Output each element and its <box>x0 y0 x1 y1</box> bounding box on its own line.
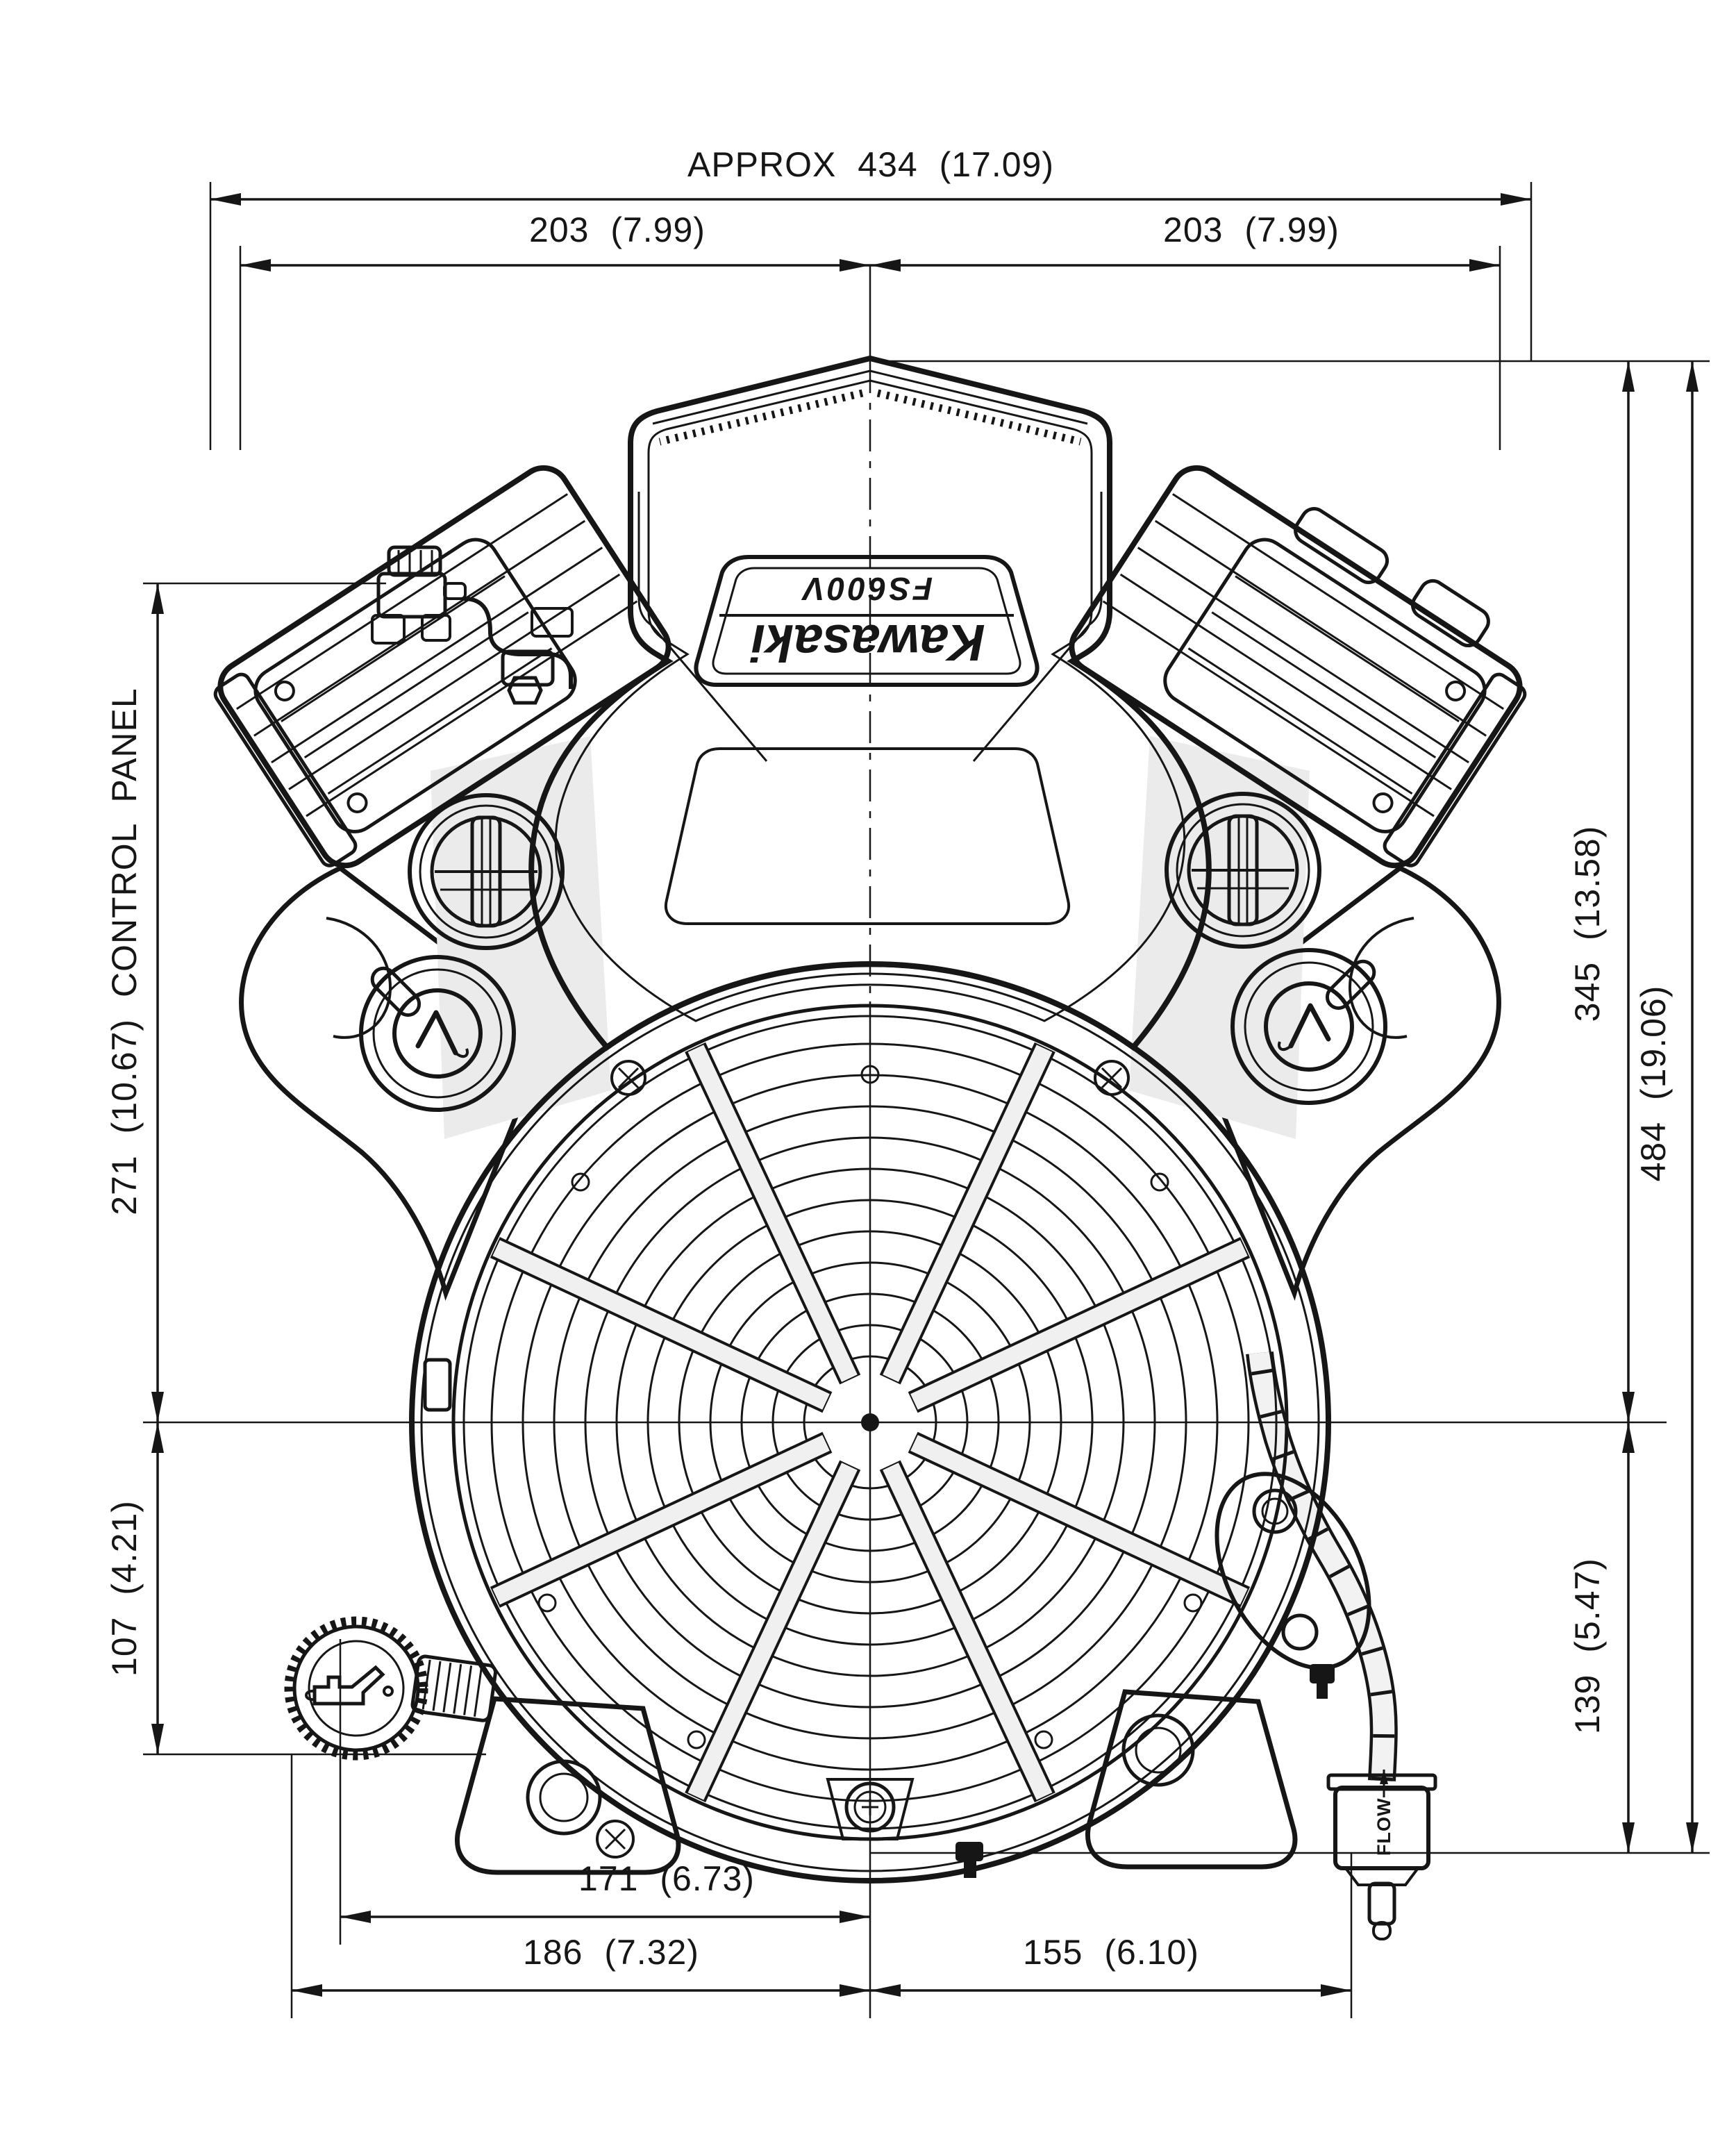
fuel-line-bracket <box>463 597 573 689</box>
centerlines <box>143 265 1667 1845</box>
dim-fuel-filter-label: 155 (6.10) <box>1023 1933 1199 1972</box>
dim-crank-to-base: 139 (5.47) <box>1568 1422 1635 1853</box>
clamp-bolt <box>507 676 543 705</box>
shroud-screw-right <box>1094 1060 1130 1096</box>
port-grille-left <box>408 793 565 950</box>
dim-left-half-label: 203 (7.99) <box>529 210 706 249</box>
mount-foot-left <box>455 1696 681 1875</box>
fuel-filter: FLOW <box>1326 1769 1437 1940</box>
dim-left-half-width: 203 (7.99) <box>240 210 870 272</box>
fan-spokes <box>490 1042 1251 1803</box>
keyhole-slot <box>596 1820 635 1859</box>
cylinder-head-left <box>213 465 671 869</box>
side-panel-right <box>1208 865 1501 1301</box>
shroud-screw-left <box>610 1060 646 1096</box>
fuel-pump <box>1215 1472 1371 1699</box>
side-notch-right <box>1348 917 1414 1039</box>
oil-fill-cap-left <box>359 955 516 1112</box>
dim-left-edge-offset: 186 (7.32) <box>292 1933 870 1997</box>
dim-fuel-filter-offset: 155 (6.10) <box>870 1933 1351 1997</box>
brand-text: Kawasaki <box>750 614 985 672</box>
brand-plate: FS600V Kawasaki <box>694 555 1040 687</box>
oil-drain <box>284 1616 498 1761</box>
dim-crank-to-oil-drain-label: 107 (4.21) <box>105 1500 144 1677</box>
dim-crank-to-base-label: 139 (5.47) <box>1568 1558 1607 1734</box>
recess-panel <box>664 747 1071 925</box>
head-hump <box>1410 579 1490 648</box>
side-clip <box>423 1358 452 1412</box>
dim-control-panel-label: 271 (10.67) CONTROL PANEL <box>105 688 144 1215</box>
model-text: FS600V <box>801 571 933 607</box>
head-hump <box>1294 507 1389 585</box>
shroud-seams <box>637 492 1103 762</box>
dimensions: APPROX 434 (17.09) 203 (7.99) 203 (7.99)… <box>105 145 1710 2018</box>
engine-body: FS600V Kawasaki <box>213 355 1527 1940</box>
dim-left-mount-label: 171 (6.73) <box>578 1859 755 1898</box>
oil-drain-cap <box>292 1624 420 1752</box>
dim-right-half-label: 203 (7.99) <box>1163 210 1339 249</box>
line-clamp <box>501 649 555 687</box>
mount-bolt-washer <box>1121 1713 1195 1787</box>
filter-outlet <box>1367 1881 1396 1926</box>
fuel-hose <box>1246 1351 1398 1781</box>
cylinder-head-right <box>1069 465 1527 869</box>
hose-nipple <box>443 582 467 600</box>
oil-can-icon <box>305 1665 394 1706</box>
mount-foot-right <box>1085 1689 1298 1870</box>
side-notch-left <box>326 917 392 1039</box>
port-grille-right <box>1165 792 1321 949</box>
dim-left-mount-offset: 171 (6.73) <box>340 1859 870 1923</box>
pump-bolt <box>1310 1664 1335 1683</box>
valve-cover <box>1163 538 1487 833</box>
side-panel-left <box>239 865 532 1301</box>
dim-overall-height: 484 (19.06) <box>1634 361 1699 1853</box>
dim-overall-height-label: 484 (19.06) <box>1634 986 1673 1182</box>
dim-overall-width: APPROX 434 (17.09) <box>210 145 1531 206</box>
oil-fill-cap-right <box>1230 948 1387 1105</box>
dim-crank-to-top: 345 (13.58) <box>1568 361 1635 1422</box>
dim-crank-to-oil-drain: 107 (4.21) <box>105 1422 164 1754</box>
drain-bolt <box>955 1842 983 1861</box>
dim-left-edge-label: 186 (7.32) <box>523 1933 699 1972</box>
flow-label: FLOW <box>1374 1798 1394 1856</box>
dim-overall-width-label: APPROX 434 (17.09) <box>687 145 1054 184</box>
breather-fitting <box>371 545 574 705</box>
dim-crank-to-top-label: 345 (13.58) <box>1568 826 1607 1022</box>
extension-lines <box>143 182 1710 2018</box>
screen-bolt-holes <box>537 1172 1203 1749</box>
dim-control-panel-height: 271 (10.67) CONTROL PANEL <box>105 583 164 1422</box>
dim-right-half-width: 203 (7.99) <box>870 210 1500 272</box>
knurled-edge <box>284 1616 428 1761</box>
